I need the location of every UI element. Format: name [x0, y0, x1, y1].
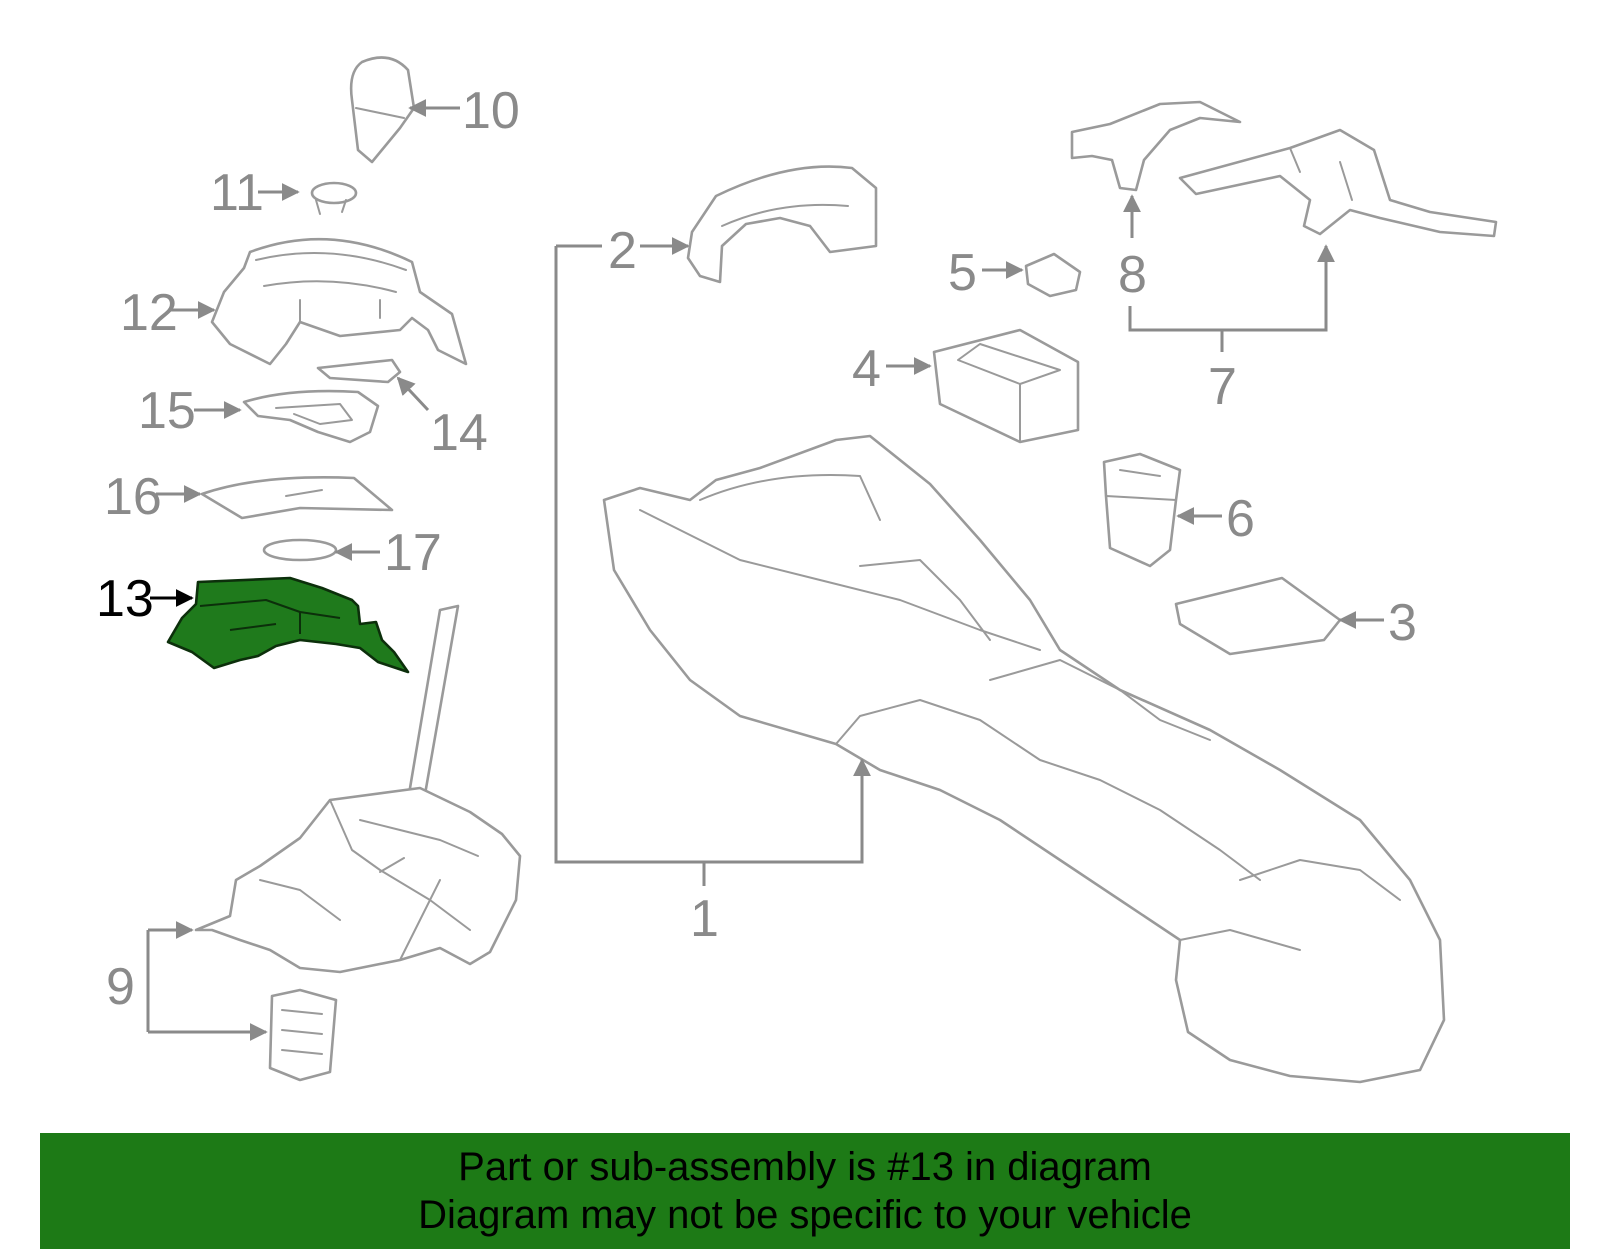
part-5-clip[interactable] — [1024, 252, 1082, 298]
callout-4: 4 — [852, 340, 881, 398]
part-3-mat[interactable] — [1174, 576, 1342, 656]
callout-3: 3 — [1388, 594, 1417, 652]
banner-line-2: Diagram may not be specific to your vehi… — [418, 1193, 1192, 1237]
part-12-indicator-housing[interactable] — [210, 237, 468, 366]
part-14-trim-plate[interactable] — [316, 358, 402, 384]
callout-16: 16 — [104, 468, 162, 526]
part-9-shift-lever-assembly[interactable] — [194, 604, 522, 1082]
part-10-shift-knob[interactable] — [349, 56, 416, 164]
callout-6: 6 — [1226, 490, 1255, 548]
part-13-highlighted[interactable] — [166, 576, 410, 674]
callout-2: 2 — [608, 222, 637, 280]
leader-7-bracket — [1128, 250, 1328, 332]
callout-13: 13 — [96, 570, 154, 628]
part-7-brake-lever[interactable] — [1178, 128, 1498, 238]
part-4-switch-bezel[interactable] — [932, 328, 1080, 444]
callout-11: 11 — [210, 164, 264, 222]
parts-diagram: 10 11 12 14 15 16 17 13 — [96, 56, 1498, 1084]
callout-10: 10 — [462, 82, 520, 140]
callout-15: 15 — [138, 382, 196, 440]
info-banner: Part or sub-assembly is #13 in diagram D… — [40, 1133, 1570, 1249]
part-17-ring[interactable] — [262, 538, 338, 562]
callout-8: 8 — [1118, 246, 1147, 304]
callout-14: 14 — [430, 404, 488, 462]
callout-7: 7 — [1208, 358, 1237, 416]
part-1-center-console[interactable] — [602, 434, 1446, 1084]
leader-14 — [396, 376, 430, 412]
part-15-gate-plate[interactable] — [242, 389, 380, 444]
part-11-cap[interactable] — [310, 181, 358, 215]
callout-17: 17 — [384, 524, 442, 582]
part-8-brake-lever-cover[interactable] — [1070, 100, 1242, 192]
part-16-dust-cover[interactable] — [200, 476, 394, 520]
callout-9: 9 — [106, 958, 135, 1016]
part-6-switch[interactable] — [1102, 452, 1182, 568]
callout-12: 12 — [120, 284, 178, 342]
banner-line-1: Part or sub-assembly is #13 in diagram — [458, 1145, 1152, 1189]
callout-5: 5 — [948, 244, 977, 302]
callout-1: 1 — [690, 890, 719, 948]
part-2-console-panel[interactable] — [686, 165, 878, 284]
